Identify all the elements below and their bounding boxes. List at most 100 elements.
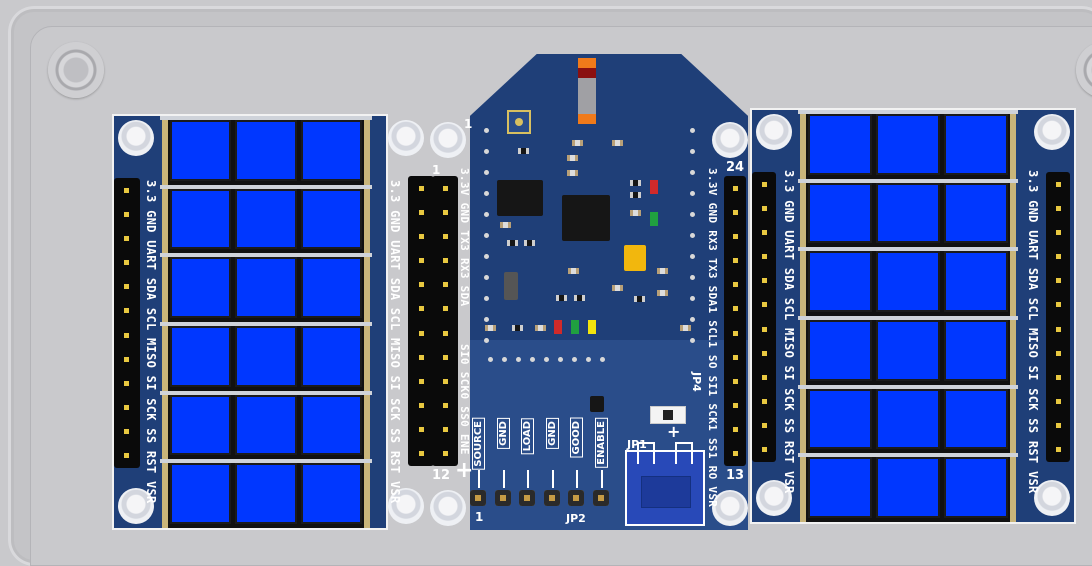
via [484, 233, 489, 238]
jp2-pin[interactable] [568, 490, 584, 506]
lcd-segment [235, 326, 297, 387]
header-pin [442, 330, 448, 336]
pin-13-label: 13 [726, 468, 745, 483]
via [484, 254, 489, 259]
via [690, 149, 695, 154]
enclosure-screw-hole [1076, 42, 1092, 98]
header-pin [442, 209, 448, 215]
mount-hole [1034, 480, 1070, 516]
pin-header [752, 172, 776, 462]
lcd-segment [944, 114, 1008, 175]
via [484, 275, 489, 280]
left-board-outer-labels: 3.3 GND UART SDA SCL MISO SI SCK SS RST … [144, 180, 158, 504]
header-pin [418, 282, 424, 288]
header-pin [418, 209, 424, 215]
left-board-inner-labels: 3.3 GND UART SDA SCL MISO SI SCK SS RST … [388, 180, 402, 504]
header-pin [1055, 350, 1061, 356]
header-pin [761, 374, 767, 380]
jp2-pin[interactable] [494, 490, 511, 506]
mount-hole [118, 120, 154, 156]
silk-trace [527, 470, 529, 488]
lcd-separator [160, 116, 372, 120]
lcd-segment [300, 120, 362, 181]
lcd-segment [808, 114, 872, 175]
lcd-separator [798, 247, 1018, 252]
header-pin [761, 205, 767, 211]
via [484, 191, 489, 196]
lcd-separator [798, 384, 1018, 389]
header-pin [1055, 447, 1061, 453]
mount-hole [1034, 114, 1070, 150]
via [690, 296, 695, 301]
lcd-display-stack [160, 116, 372, 528]
header-pin [732, 451, 738, 457]
jp2-pin-label: ENABLE [594, 418, 608, 468]
eeprom-chip [497, 180, 543, 216]
via [484, 128, 489, 133]
header-pin [761, 181, 767, 187]
header-pin [123, 187, 129, 193]
header-pin [761, 229, 767, 235]
microcontroller-chip [562, 195, 610, 241]
header-pin [732, 258, 738, 264]
via [690, 275, 695, 280]
slide-switch[interactable] [650, 406, 686, 424]
header-pin [418, 306, 424, 312]
via [530, 357, 535, 362]
lcd-segment [808, 457, 872, 518]
via [558, 357, 563, 362]
via [544, 357, 549, 362]
lcd-segment [876, 457, 940, 518]
header-pin [442, 306, 448, 312]
right-board-outer-labels: 3.3 GND UART SDA SCL MISO SI SCK SS RST … [782, 170, 796, 494]
jp1-connector[interactable] [625, 442, 705, 526]
jp2-pin[interactable] [592, 490, 609, 506]
header-pin [123, 284, 129, 290]
header-pin [442, 427, 448, 433]
header-pin [732, 185, 738, 191]
header-pin [1055, 254, 1061, 260]
header-pin [732, 233, 738, 239]
lcd-separator [160, 390, 372, 395]
header-pin [442, 378, 448, 384]
antenna-connector [507, 110, 531, 134]
header-pin [123, 429, 129, 435]
jp2-pin[interactable] [543, 490, 560, 506]
header-pin [123, 260, 129, 266]
header-pin [123, 356, 129, 362]
via [690, 254, 695, 259]
enclosure-screw-hole [48, 42, 104, 98]
jp2-pin-label: LOAD [521, 418, 534, 455]
lcd-segment [944, 320, 1008, 381]
pin-1-label-left: 1 [432, 163, 441, 177]
header-pin [761, 326, 767, 332]
header-pin [442, 451, 448, 457]
jp2-pin[interactable] [519, 490, 535, 506]
lcd-segment [300, 188, 362, 250]
header-pin [732, 378, 738, 384]
via [690, 317, 695, 322]
lcd-segment [235, 463, 297, 524]
header-pin [761, 254, 767, 260]
mount-hole [118, 488, 154, 524]
lcd-separator [798, 110, 1018, 114]
lcd-separator [798, 453, 1018, 458]
mount-hole [388, 488, 424, 524]
lcd-segment [170, 188, 232, 250]
header-pin [761, 423, 767, 429]
header-pin [123, 308, 129, 314]
header-pin [761, 447, 767, 453]
pin-1-label: 1 [464, 117, 473, 131]
header-pin [418, 451, 424, 457]
lcd-segment [944, 457, 1008, 518]
header-pin [442, 185, 448, 191]
plus-mark: + [455, 458, 474, 483]
jp2-pin[interactable] [470, 490, 486, 506]
lcd-segment [170, 394, 232, 456]
lcd-segment [876, 182, 940, 244]
mount-hole [756, 114, 792, 150]
via [690, 170, 695, 175]
silk-trace [478, 470, 480, 488]
lcd-segment [170, 120, 232, 181]
mount-hole [430, 122, 466, 158]
